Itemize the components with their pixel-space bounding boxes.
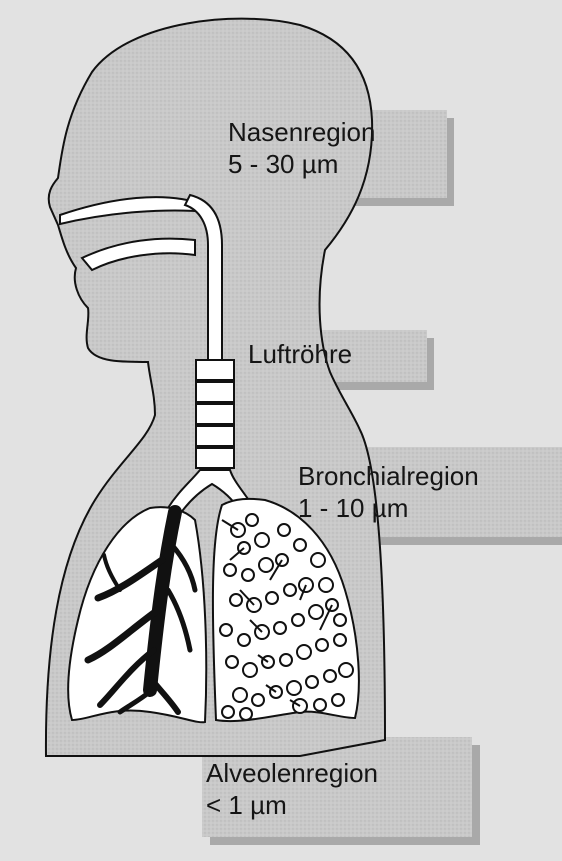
label-trachea: Luftröhre bbox=[248, 338, 352, 370]
nose-region-name: Nasenregion bbox=[228, 116, 375, 148]
alveolus bbox=[278, 524, 290, 536]
bronchial-region-name: Bronchialregion bbox=[298, 460, 479, 492]
alveolus bbox=[233, 688, 247, 702]
alveolus bbox=[292, 614, 304, 626]
alveolus bbox=[266, 592, 278, 604]
alveolus bbox=[246, 514, 258, 526]
alveolus bbox=[306, 676, 318, 688]
alveolus bbox=[319, 578, 333, 592]
alveolus bbox=[334, 614, 346, 626]
alveolus bbox=[314, 699, 326, 711]
alveolus bbox=[240, 708, 252, 720]
alveolus bbox=[339, 663, 353, 677]
alveolus bbox=[284, 584, 296, 596]
alveolus bbox=[220, 624, 232, 636]
alveolus bbox=[324, 670, 336, 682]
label-alveolar: Alveolenregion < 1 µm bbox=[206, 757, 378, 821]
alveolus bbox=[297, 645, 311, 659]
alveolus bbox=[255, 533, 269, 547]
alveolus bbox=[242, 569, 254, 581]
bronchial-region-size: 1 - 10 µm bbox=[298, 492, 479, 524]
alveolus bbox=[280, 654, 292, 666]
alveolus bbox=[332, 694, 344, 706]
alveolus bbox=[309, 605, 323, 619]
alveolus bbox=[252, 694, 264, 706]
alveolus bbox=[274, 622, 286, 634]
alveolus bbox=[311, 553, 325, 567]
alveolus bbox=[287, 681, 301, 695]
trachea-rings bbox=[196, 360, 234, 468]
alveolus bbox=[243, 663, 257, 677]
alveolus bbox=[316, 639, 328, 651]
label-bronchial: Bronchialregion 1 - 10 µm bbox=[298, 460, 479, 524]
alveolus bbox=[224, 564, 236, 576]
label-nose: Nasenregion 5 - 30 µm bbox=[228, 116, 375, 180]
alveolus bbox=[294, 539, 306, 551]
alveolus bbox=[259, 558, 273, 572]
alveolus bbox=[226, 656, 238, 668]
trachea-name: Luftröhre bbox=[248, 338, 352, 370]
alveolus bbox=[334, 634, 346, 646]
alveolar-region-name: Alveolenregion bbox=[206, 757, 378, 789]
nose-region-size: 5 - 30 µm bbox=[228, 148, 375, 180]
alveolus bbox=[222, 706, 234, 718]
alveolus bbox=[230, 594, 242, 606]
alveolus bbox=[238, 634, 250, 646]
alveolar-region-size: < 1 µm bbox=[206, 789, 378, 821]
